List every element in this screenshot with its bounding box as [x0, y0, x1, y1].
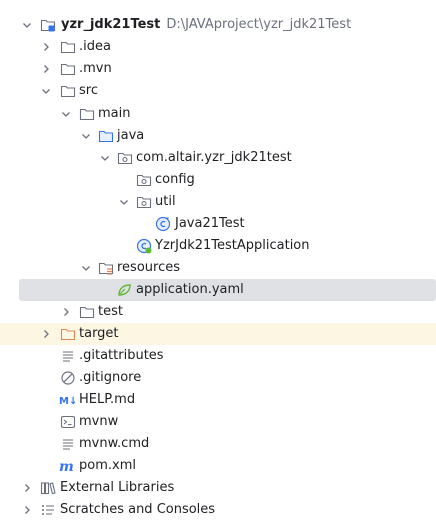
tree-row-resources[interactable]: resources: [0, 257, 436, 279]
spring-boot-app-icon: [136, 238, 152, 254]
tree-row-config[interactable]: config: [0, 169, 436, 191]
chevron-right-icon[interactable]: [19, 477, 35, 499]
chevron-right-icon[interactable]: [38, 323, 54, 345]
ignore-file-icon: [60, 370, 76, 386]
maven-icon: m: [59, 458, 75, 474]
item-label: External Libraries: [60, 480, 175, 495]
excluded-folder-icon: [60, 326, 76, 342]
item-label: config: [155, 172, 195, 187]
svg-text:M↓: M↓: [59, 396, 77, 407]
java-class-icon: [155, 216, 171, 232]
chevron-down-icon[interactable]: [19, 14, 35, 36]
tree-row-src[interactable]: src: [0, 80, 436, 102]
package-icon: [136, 194, 152, 210]
folder-icon: [60, 83, 76, 99]
tree-row-java21test[interactable]: Java21Test: [0, 213, 436, 235]
chevron-down-icon[interactable]: [78, 257, 94, 279]
tree-row-gitattributes[interactable]: .gitattributes: [0, 345, 436, 367]
spring-yaml-icon: [116, 282, 132, 298]
item-label: com.altair.yzr_jdk21test: [136, 150, 292, 165]
folder-icon: [60, 61, 76, 77]
chevron-right-icon[interactable]: [38, 36, 54, 58]
item-label: test: [98, 304, 123, 319]
tree-row-application-yaml[interactable]: application.yaml: [19, 279, 436, 301]
chevron-down-icon[interactable]: [116, 191, 132, 213]
text-file-icon: [60, 436, 76, 452]
item-label: HELP.md: [79, 392, 136, 407]
resources-folder-icon: [98, 260, 114, 276]
chevron-right-icon[interactable]: [38, 58, 54, 80]
chevron-down-icon[interactable]: [58, 103, 74, 125]
item-label: application.yaml: [136, 282, 244, 297]
tree-row-mvnw[interactable]: mvnw: [0, 411, 436, 433]
svg-text:m: m: [59, 459, 74, 474]
item-label: src: [79, 83, 98, 98]
source-folder-icon: [98, 128, 114, 144]
module-folder-icon: [40, 17, 56, 33]
tree-row-target[interactable]: target: [0, 323, 436, 345]
tree-row-application-class[interactable]: YzrJdk21TestApplication: [0, 235, 436, 257]
item-label: mvnw.cmd: [79, 436, 150, 451]
item-label: util: [155, 194, 176, 209]
tree-row-scratches[interactable]: Scratches and Consoles: [0, 499, 436, 521]
chevron-down-icon[interactable]: [78, 125, 94, 147]
chevron-down-icon[interactable]: [97, 147, 113, 169]
tree-row-help[interactable]: M↓ HELP.md: [0, 389, 436, 411]
chevron-down-icon[interactable]: [38, 80, 54, 102]
item-label: Java21Test: [175, 216, 245, 231]
library-icon: [40, 480, 56, 496]
tree-row-test[interactable]: test: [0, 301, 436, 323]
tree-row-idea[interactable]: .idea: [0, 36, 436, 58]
item-label: target: [79, 326, 119, 341]
item-label: Scratches and Consoles: [60, 502, 216, 517]
package-icon: [136, 172, 152, 188]
tree-row-external-libraries[interactable]: External Libraries: [0, 477, 436, 499]
tree-row-pom[interactable]: m pom.xml: [0, 455, 436, 477]
item-label: java: [117, 128, 145, 143]
package-icon: [117, 150, 133, 166]
item-label: YzrJdk21TestApplication: [155, 238, 310, 253]
item-label: .idea: [79, 39, 111, 54]
item-label: .gitignore: [79, 370, 142, 385]
tree-row-package[interactable]: com.altair.yzr_jdk21test: [0, 147, 436, 169]
tree-row-gitignore[interactable]: .gitignore: [0, 367, 436, 389]
item-label: pom.xml: [79, 458, 136, 473]
item-label: main: [98, 106, 131, 121]
item-label: mvnw: [79, 414, 119, 429]
folder-icon: [60, 39, 76, 55]
item-label: .gitattributes: [79, 348, 164, 363]
tree-row-java[interactable]: java: [0, 125, 436, 147]
chevron-right-icon[interactable]: [58, 301, 74, 323]
folder-icon: [79, 304, 95, 320]
markdown-icon: M↓: [59, 392, 79, 408]
folder-icon: [79, 106, 95, 122]
tree-row-mvn[interactable]: .mvn: [0, 58, 436, 80]
scratches-icon: [40, 502, 56, 518]
tree-row-main[interactable]: main: [0, 103, 436, 125]
shell-script-icon: [60, 414, 76, 430]
chevron-right-icon[interactable]: [19, 499, 35, 521]
tree-row-util[interactable]: util: [0, 191, 436, 213]
item-label: .mvn: [79, 61, 112, 76]
text-file-icon: [60, 348, 76, 364]
item-label: resources: [117, 260, 181, 275]
project-path: D:\JAVAproject\yzr_jdk21Test: [166, 17, 352, 32]
tree-row-mvnw-cmd[interactable]: mvnw.cmd: [0, 433, 436, 455]
